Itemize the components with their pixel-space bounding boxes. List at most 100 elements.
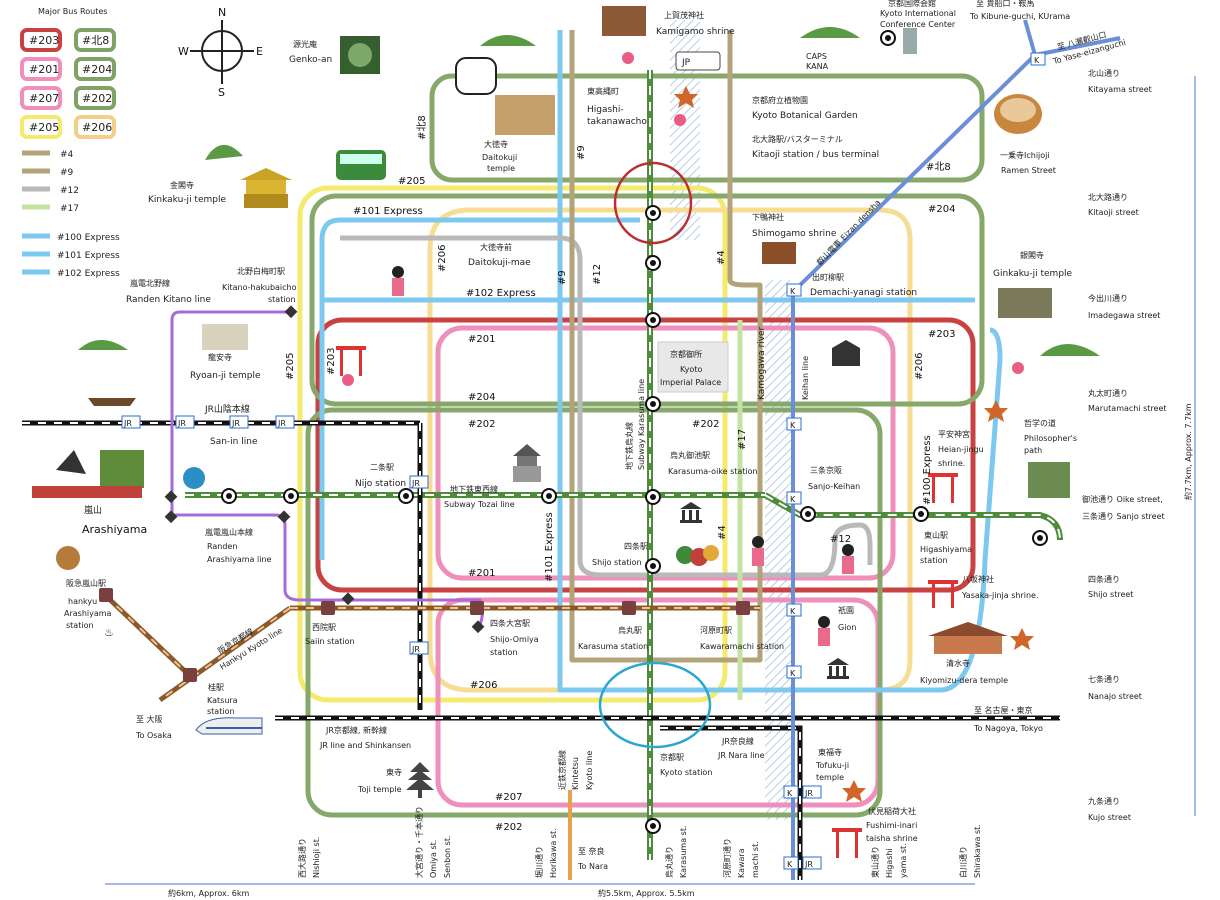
shinkansen-icon <box>195 717 263 735</box>
svg-text:Toji temple: Toji temple <box>357 785 402 794</box>
randen-station-marker <box>164 490 178 504</box>
svg-text:七条通り: 七条通り <box>1088 674 1120 684</box>
svg-text:K: K <box>790 495 796 504</box>
mountain-icon <box>480 35 536 46</box>
flower-icon <box>342 374 354 386</box>
svg-text:K: K <box>1034 56 1040 65</box>
street-labels-north-south: 西大路通り Nishioji st. 大宮通り・千本通り Omiya st. S… <box>297 806 982 878</box>
svg-text:#201: #201 <box>468 334 495 345</box>
svg-text:#203: #203 <box>326 348 337 375</box>
museum-icon <box>827 658 849 679</box>
svg-text:JR: JR <box>123 419 132 428</box>
svg-text:station: station <box>66 621 94 630</box>
flower-icon <box>622 52 634 64</box>
svg-text:#204: #204 <box>82 63 112 76</box>
svg-text:東山通り: 東山通り <box>870 846 880 878</box>
svg-text:Nijo station: Nijo station <box>355 479 406 489</box>
photo-kamigamo <box>602 6 646 36</box>
svg-text:Ramen Street: Ramen Street <box>1001 166 1056 175</box>
svg-text:Demachi-yanagi station: Demachi-yanagi station <box>810 288 917 298</box>
svg-text:#205: #205 <box>285 353 296 380</box>
svg-text:#206: #206 <box>437 245 448 272</box>
svg-text:#100 Express: #100 Express <box>922 435 933 505</box>
svg-text:temple: temple <box>816 773 844 782</box>
svg-text:Higashi-: Higashi- <box>587 105 624 115</box>
hankyu-stations <box>99 588 750 682</box>
jr-sanin-line <box>22 420 423 710</box>
svg-text:Kintetsu: Kintetsu <box>571 757 580 790</box>
keihan-k-icon: K <box>786 283 802 297</box>
svg-text:約5.5km, Approx. 5.5km: 約5.5km, Approx. 5.5km <box>598 888 695 898</box>
svg-text:Subway Tozai line: Subway Tozai line <box>444 500 515 509</box>
svg-text:Sanjo-Keihan: Sanjo-Keihan <box>808 482 860 491</box>
flower-icon <box>1012 362 1024 374</box>
svg-text:大徳寺: 大徳寺 <box>484 139 508 149</box>
route-4 <box>650 30 763 663</box>
keihan-k-icon: K <box>783 785 799 799</box>
svg-text:#9: #9 <box>60 168 74 178</box>
route-101-express <box>319 217 640 560</box>
svg-text:JP: JP <box>681 58 691 68</box>
legend-box-205: #205 <box>20 115 62 139</box>
svg-text:出町柳駅: 出町柳駅 <box>812 272 844 282</box>
svg-text:Higashiyama: Higashiyama <box>920 545 972 554</box>
svg-text:京都御所: 京都御所 <box>670 349 702 359</box>
svg-text:#202: #202 <box>82 92 112 105</box>
svg-text:銀閣寺: 銀閣寺 <box>1020 250 1044 260</box>
svg-text:#203: #203 <box>29 34 59 47</box>
svg-text:JR: JR <box>804 860 813 869</box>
svg-text:Omiya st.: Omiya st. <box>429 840 438 878</box>
svg-text:Philosopher's: Philosopher's <box>1024 434 1077 443</box>
svg-text:京都駅: 京都駅 <box>660 752 684 762</box>
svg-text:#206: #206 <box>82 121 112 134</box>
svg-text:San-in line: San-in line <box>210 437 258 447</box>
ramen-bowl-icon <box>994 94 1042 134</box>
mountain-icon <box>1040 344 1100 356</box>
keihan-k-icon: K <box>783 856 799 870</box>
hankyu-station-marker <box>321 601 335 615</box>
torii-icon <box>336 346 366 376</box>
legend-box-203: #203 <box>20 28 62 52</box>
svg-text:北大路通り: 北大路通り <box>1088 192 1128 202</box>
maple-leaf-icon <box>842 780 866 802</box>
svg-text:地下鉄烏丸線: 地下鉄烏丸線 <box>624 422 634 470</box>
hankyu-line <box>103 593 760 703</box>
hankyu-station-marker <box>99 588 113 602</box>
randen-kitano-line <box>170 310 290 515</box>
svg-text:Kitaoji street: Kitaoji street <box>1088 208 1139 217</box>
svg-text:哲学の道: 哲学の道 <box>1024 418 1056 428</box>
castle-icon <box>513 444 541 482</box>
svg-text:#207: #207 <box>29 92 59 105</box>
svg-text:♨: ♨ <box>104 626 114 639</box>
keihan-k-icon: K <box>786 417 802 431</box>
flower-icon <box>674 114 686 126</box>
mountain-icon <box>800 27 860 38</box>
language-toggle[interactable]: JP <box>675 51 721 71</box>
torii-icon <box>928 580 958 608</box>
legend-box-201: #201 <box>20 57 62 81</box>
compass-icon: N S W E <box>178 6 263 99</box>
svg-text:W: W <box>178 45 189 58</box>
subway-station-marker <box>1032 530 1048 546</box>
legend-box-kita8: #北8 <box>74 28 116 52</box>
svg-text:K: K <box>790 421 796 430</box>
subway-station-marker <box>645 489 661 505</box>
randen-stations <box>164 305 485 634</box>
svg-text:CAPS: CAPS <box>806 52 827 61</box>
svg-text:E: E <box>256 45 263 58</box>
svg-text:path: path <box>1024 446 1042 455</box>
kiyomizu-icon <box>928 622 1008 654</box>
svg-text:Horikawa st.: Horikawa st. <box>549 828 558 878</box>
legend-line-4: #4 <box>22 150 74 160</box>
jr-icon: JR <box>229 415 249 429</box>
svg-text:龍安寺: 龍安寺 <box>208 352 232 362</box>
svg-text:四条駅: 四条駅 <box>624 541 648 551</box>
route-12 <box>340 235 873 578</box>
svg-text:東寺: 東寺 <box>386 767 402 777</box>
caps-kana-indicator: CAPS KANA <box>806 52 829 71</box>
randen-station-marker <box>164 510 178 524</box>
svg-text:Arashiyama line: Arashiyama line <box>207 555 272 564</box>
svg-text:JR: JR <box>177 419 186 428</box>
svg-text:Shirakawa st.: Shirakawa st. <box>973 824 982 878</box>
